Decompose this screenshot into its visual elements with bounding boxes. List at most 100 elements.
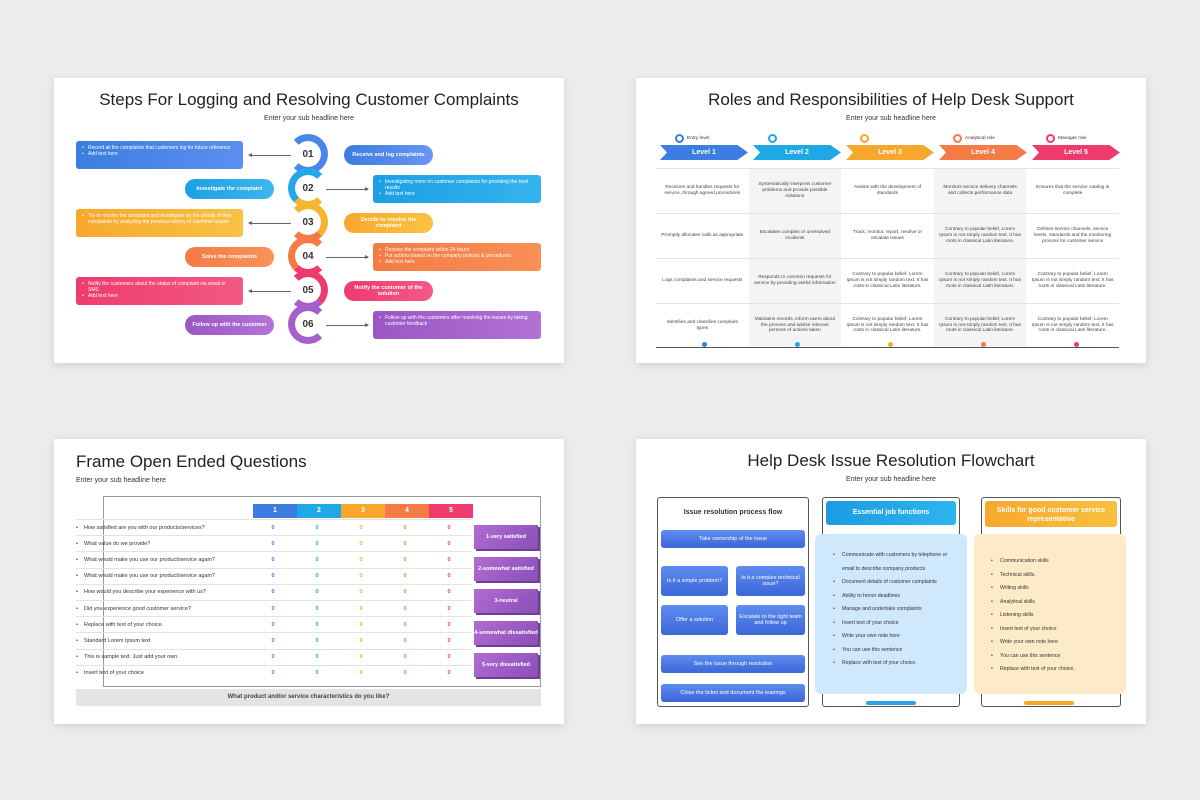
rating-value[interactable]: 0 — [359, 654, 363, 661]
table-cell: Contrary to popular belief, Lorem Ipsum … — [1031, 316, 1114, 334]
rating-value[interactable]: 0 — [447, 605, 451, 612]
list-item: Write your own note here — [991, 636, 1113, 650]
rating-value[interactable]: 0 — [359, 605, 363, 612]
rating-value[interactable]: 0 — [447, 670, 451, 677]
rating-value[interactable]: 0 — [447, 637, 451, 644]
step-description: Record all the complaints that customers… — [76, 141, 243, 169]
question-row: What would make you use our product/serv… — [76, 567, 471, 584]
rating-value[interactable]: 0 — [447, 589, 451, 596]
rating-value[interactable]: 0 — [271, 605, 275, 612]
rating-value[interactable]: 0 — [403, 637, 407, 644]
rating-value[interactable]: 0 — [315, 605, 319, 612]
rating-value[interactable]: 0 — [403, 621, 407, 628]
slide-open-questions[interactable]: Frame Open Ended Questions Enter your su… — [54, 439, 564, 724]
list-item: Communicate with customers by telephone … — [833, 549, 955, 576]
rating-value[interactable]: 0 — [315, 621, 319, 628]
arrow-left-icon — [248, 153, 291, 157]
level-header: Level 4 — [939, 145, 1027, 160]
flow-step: Offer a solution — [661, 605, 728, 635]
rating-value[interactable]: 0 — [315, 540, 319, 547]
slide-subtitle: Enter your sub headline here — [76, 477, 166, 484]
process-flow-panel — [657, 497, 809, 707]
rating-value[interactable]: 0 — [359, 637, 363, 644]
question-row: This is sample text. Just add your own.0… — [76, 648, 471, 665]
table-cell: Promptly allocates calls as appropriate — [661, 233, 744, 239]
rating-value[interactable]: 0 — [315, 637, 319, 644]
rating-value[interactable]: 0 — [403, 524, 407, 531]
rating-value[interactable]: 0 — [403, 654, 407, 661]
table-cell: Logs complaints and service requests — [662, 278, 743, 284]
rating-value[interactable]: 0 — [447, 573, 451, 580]
rating-value[interactable]: 0 — [271, 556, 275, 563]
question-row: Replace with text of your choice. 0 0 0 0 0 — [76, 616, 471, 632]
slide-resolution-flowchart[interactable]: Help Desk Issue Resolution Flowchart Ent… — [636, 439, 1146, 724]
list-item: Insert text of your choice — [991, 623, 1113, 637]
rating-value[interactable]: 0 — [359, 556, 363, 563]
arrow-left-icon — [248, 289, 291, 293]
rating-value[interactable]: 0 — [315, 670, 319, 677]
list-item: You can use this sentence — [991, 650, 1113, 664]
flow-step: Take ownership of the issue — [661, 530, 805, 548]
level-header: Level 5 — [1032, 145, 1120, 160]
level-dot — [702, 342, 707, 347]
timeline-arc — [288, 304, 328, 344]
rating-value[interactable]: 0 — [447, 556, 451, 563]
rating-value[interactable]: 0 — [359, 621, 363, 628]
rating-value[interactable]: 0 — [447, 654, 451, 661]
rating-value[interactable]: 0 — [359, 573, 363, 580]
rating-value[interactable]: 0 — [359, 589, 363, 596]
slide-roles-responsibilities[interactable]: Roles and Responsibilities of Help Desk … — [636, 78, 1146, 363]
rating-value[interactable]: 0 — [271, 524, 275, 531]
level-dot — [795, 342, 800, 347]
rating-value[interactable]: 0 — [315, 573, 319, 580]
responsibilities-table: Receives and handles requests for servic… — [656, 168, 1119, 348]
rating-value[interactable]: 0 — [403, 605, 407, 612]
slide-subtitle: Enter your sub headline here — [846, 115, 936, 122]
rating-value[interactable]: 0 — [359, 524, 363, 531]
rating-value[interactable]: 0 — [403, 556, 407, 563]
rating-value[interactable]: 0 — [315, 524, 319, 531]
role-label: Analytical role — [965, 136, 995, 141]
rating-value[interactable]: 0 — [315, 654, 319, 661]
arrow-right-icon — [326, 255, 369, 259]
step-description: Resolve the complaint within 24 hoursPut… — [373, 243, 541, 271]
question-text: Replace with text of your choice. — [76, 622, 251, 628]
rating-label: 3-neutral — [474, 589, 538, 613]
rating-value[interactable]: 0 — [271, 654, 275, 661]
rating-value[interactable]: 0 — [271, 540, 275, 547]
step-pill: Receive and log complaints — [344, 145, 433, 165]
table-cell: Identifies and classifies complaint type… — [666, 319, 738, 331]
rating-value[interactable]: 0 — [403, 589, 407, 596]
table-cell: Track, monitor, report, resolve or escal… — [852, 230, 923, 241]
rating-value[interactable]: 0 — [315, 556, 319, 563]
rating-value[interactable]: 0 — [271, 589, 275, 596]
slide-subtitle: Enter your sub headline here — [264, 115, 354, 122]
table-cell: Responds to common requests for service … — [748, 259, 842, 303]
table-cell: Assists with the development of standard… — [853, 185, 922, 196]
rating-value[interactable]: 0 — [271, 670, 275, 677]
rating-value[interactable]: 0 — [359, 670, 363, 677]
rating-value[interactable]: 0 — [271, 637, 275, 644]
rating-value[interactable]: 0 — [447, 621, 451, 628]
rating-value[interactable]: 0 — [271, 573, 275, 580]
list-item: Manage and undertake complaints — [833, 603, 955, 617]
rating-label: 2-somewhat satisfied — [474, 557, 538, 581]
table-cell: Ensures that the service catalog is comp… — [1036, 185, 1110, 196]
rating-value[interactable]: 0 — [403, 540, 407, 547]
step-pill: Notify the customer of the solution — [344, 281, 433, 301]
rating-value[interactable]: 0 — [447, 524, 451, 531]
question-text: Did you experience good customer service… — [76, 606, 251, 612]
slide-complaint-steps[interactable]: Steps For Logging and Resolving Customer… — [54, 78, 564, 363]
rating-value[interactable]: 0 — [271, 621, 275, 628]
flow-step: Escalate to the right team and follow up — [736, 605, 805, 635]
rating-value[interactable]: 0 — [447, 540, 451, 547]
rating-value[interactable]: 0 — [403, 670, 407, 677]
step-description: Try to resolve the complaint and investi… — [76, 209, 243, 237]
rating-value[interactable]: 0 — [403, 573, 407, 580]
list-item: Technical skills. — [991, 569, 1113, 583]
step-number: 06 — [302, 319, 314, 330]
rating-value[interactable]: 0 — [359, 540, 363, 547]
scale-header: 3 — [341, 504, 385, 518]
rating-value[interactable]: 0 — [315, 589, 319, 596]
